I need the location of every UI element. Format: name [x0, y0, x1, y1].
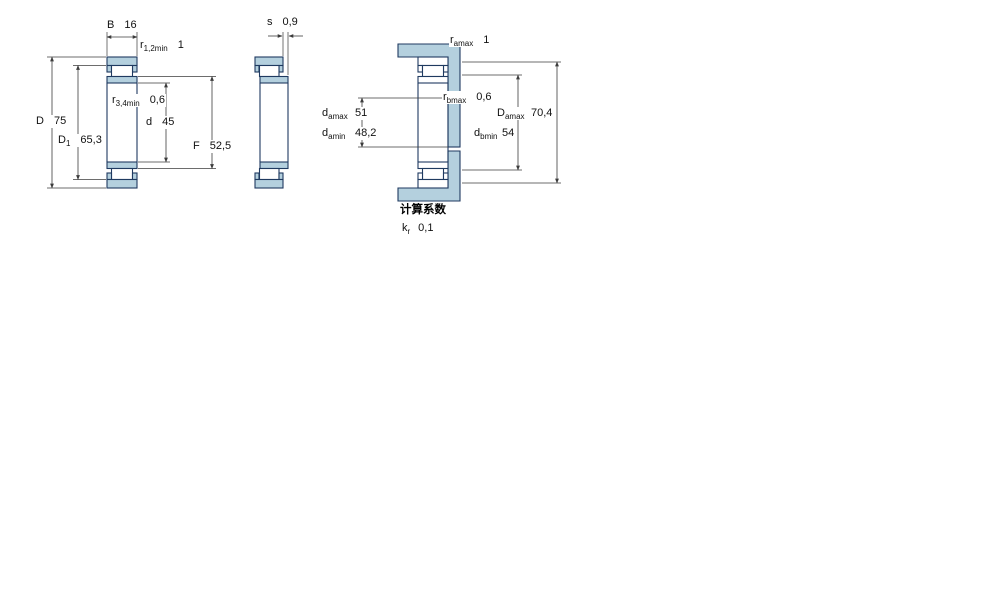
roller-bottom — [421, 167, 445, 181]
inner-ring-top — [259, 75, 289, 84]
outer-ring-flange-bottom-left — [417, 172, 424, 181]
shaft-shoulder — [447, 97, 461, 148]
inner-ring-bottom — [259, 161, 289, 170]
outer-ring-flange-bottom-right — [278, 172, 284, 181]
outer-ring-flange-bottom-right — [442, 172, 449, 181]
outer-ring-flange-top-right — [442, 64, 449, 73]
outer-ring-flange-top-left — [417, 64, 424, 73]
outer-ring-top — [254, 56, 284, 67]
outer-ring-flange-top-left — [106, 64, 113, 73]
side-section-view — [254, 56, 289, 189]
calculation-factors-heading: 计算系数 — [399, 204, 447, 217]
outer-ring-flange-bottom-right — [131, 172, 138, 181]
inner-ring-top — [417, 75, 449, 84]
mounting-view — [397, 43, 461, 202]
mounting-dimension-lines — [358, 61, 561, 184]
outer-ring-bottom — [106, 178, 138, 189]
roller-bottom — [258, 167, 280, 181]
outer-ring-flange-bottom-left — [106, 172, 113, 181]
outer-ring-flange-top-right — [278, 64, 284, 73]
outer-ring-flange-bottom-left — [254, 172, 260, 181]
outer-ring-top — [417, 56, 449, 67]
roller-bottom — [110, 167, 134, 181]
outer-ring-bottom — [417, 178, 449, 189]
inner-ring-bottom — [106, 161, 138, 170]
inner-ring-bottom — [417, 161, 449, 170]
roller-top — [110, 64, 134, 78]
cross-section-view — [106, 56, 138, 189]
roller-top — [421, 64, 445, 78]
roller-top — [258, 64, 280, 78]
outer-ring-flange-top-left — [254, 64, 260, 73]
outer-ring-bottom — [254, 178, 284, 189]
outer-ring-top — [106, 56, 138, 67]
outer-ring-flange-top-right — [131, 64, 138, 73]
side-view-dimension-lines — [268, 32, 303, 75]
inner-ring-top — [106, 75, 138, 84]
